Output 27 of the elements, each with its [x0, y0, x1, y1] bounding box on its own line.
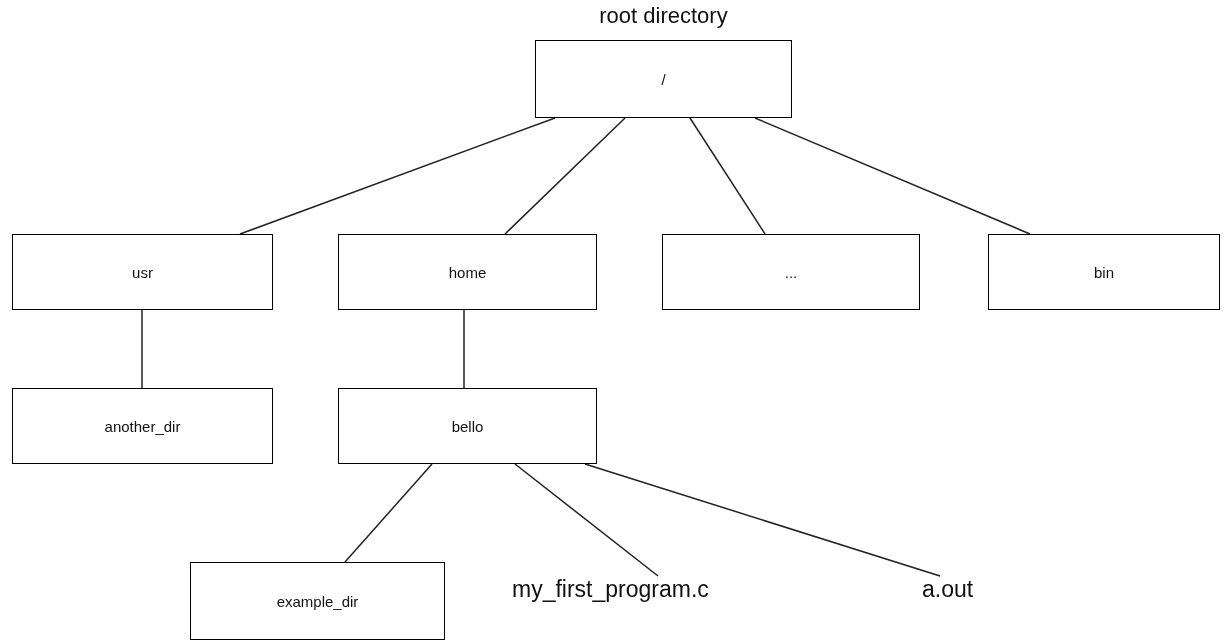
file-name: my_first_program.c	[512, 576, 709, 604]
connector-line	[689, 117, 766, 235]
directory-name: ...	[784, 263, 798, 281]
file-name: a.out	[922, 576, 974, 604]
directory-box	[662, 234, 920, 310]
directory-box	[12, 388, 273, 464]
node-heading: root directory	[598, 3, 729, 29]
directory-name: bin	[1094, 263, 1114, 281]
connector-line	[754, 117, 1031, 235]
directory-box	[190, 562, 445, 640]
connector-line	[463, 309, 465, 389]
connector-line	[141, 309, 143, 389]
directory-box	[988, 234, 1220, 310]
connector-line	[504, 117, 626, 235]
connector-line	[584, 463, 941, 577]
directory-box	[338, 388, 597, 464]
directory-name: another_dir	[104, 417, 181, 435]
directory-name: example_dir	[276, 592, 359, 610]
connector-line	[344, 463, 433, 563]
directory-box	[338, 234, 597, 310]
directory-name: /	[661, 70, 666, 88]
directory-name: bello	[451, 417, 484, 435]
directory-name: home	[448, 263, 487, 281]
connector-line	[239, 117, 556, 235]
connector-line	[514, 463, 659, 577]
directory-box	[12, 234, 273, 310]
directory-name: usr	[132, 263, 153, 281]
